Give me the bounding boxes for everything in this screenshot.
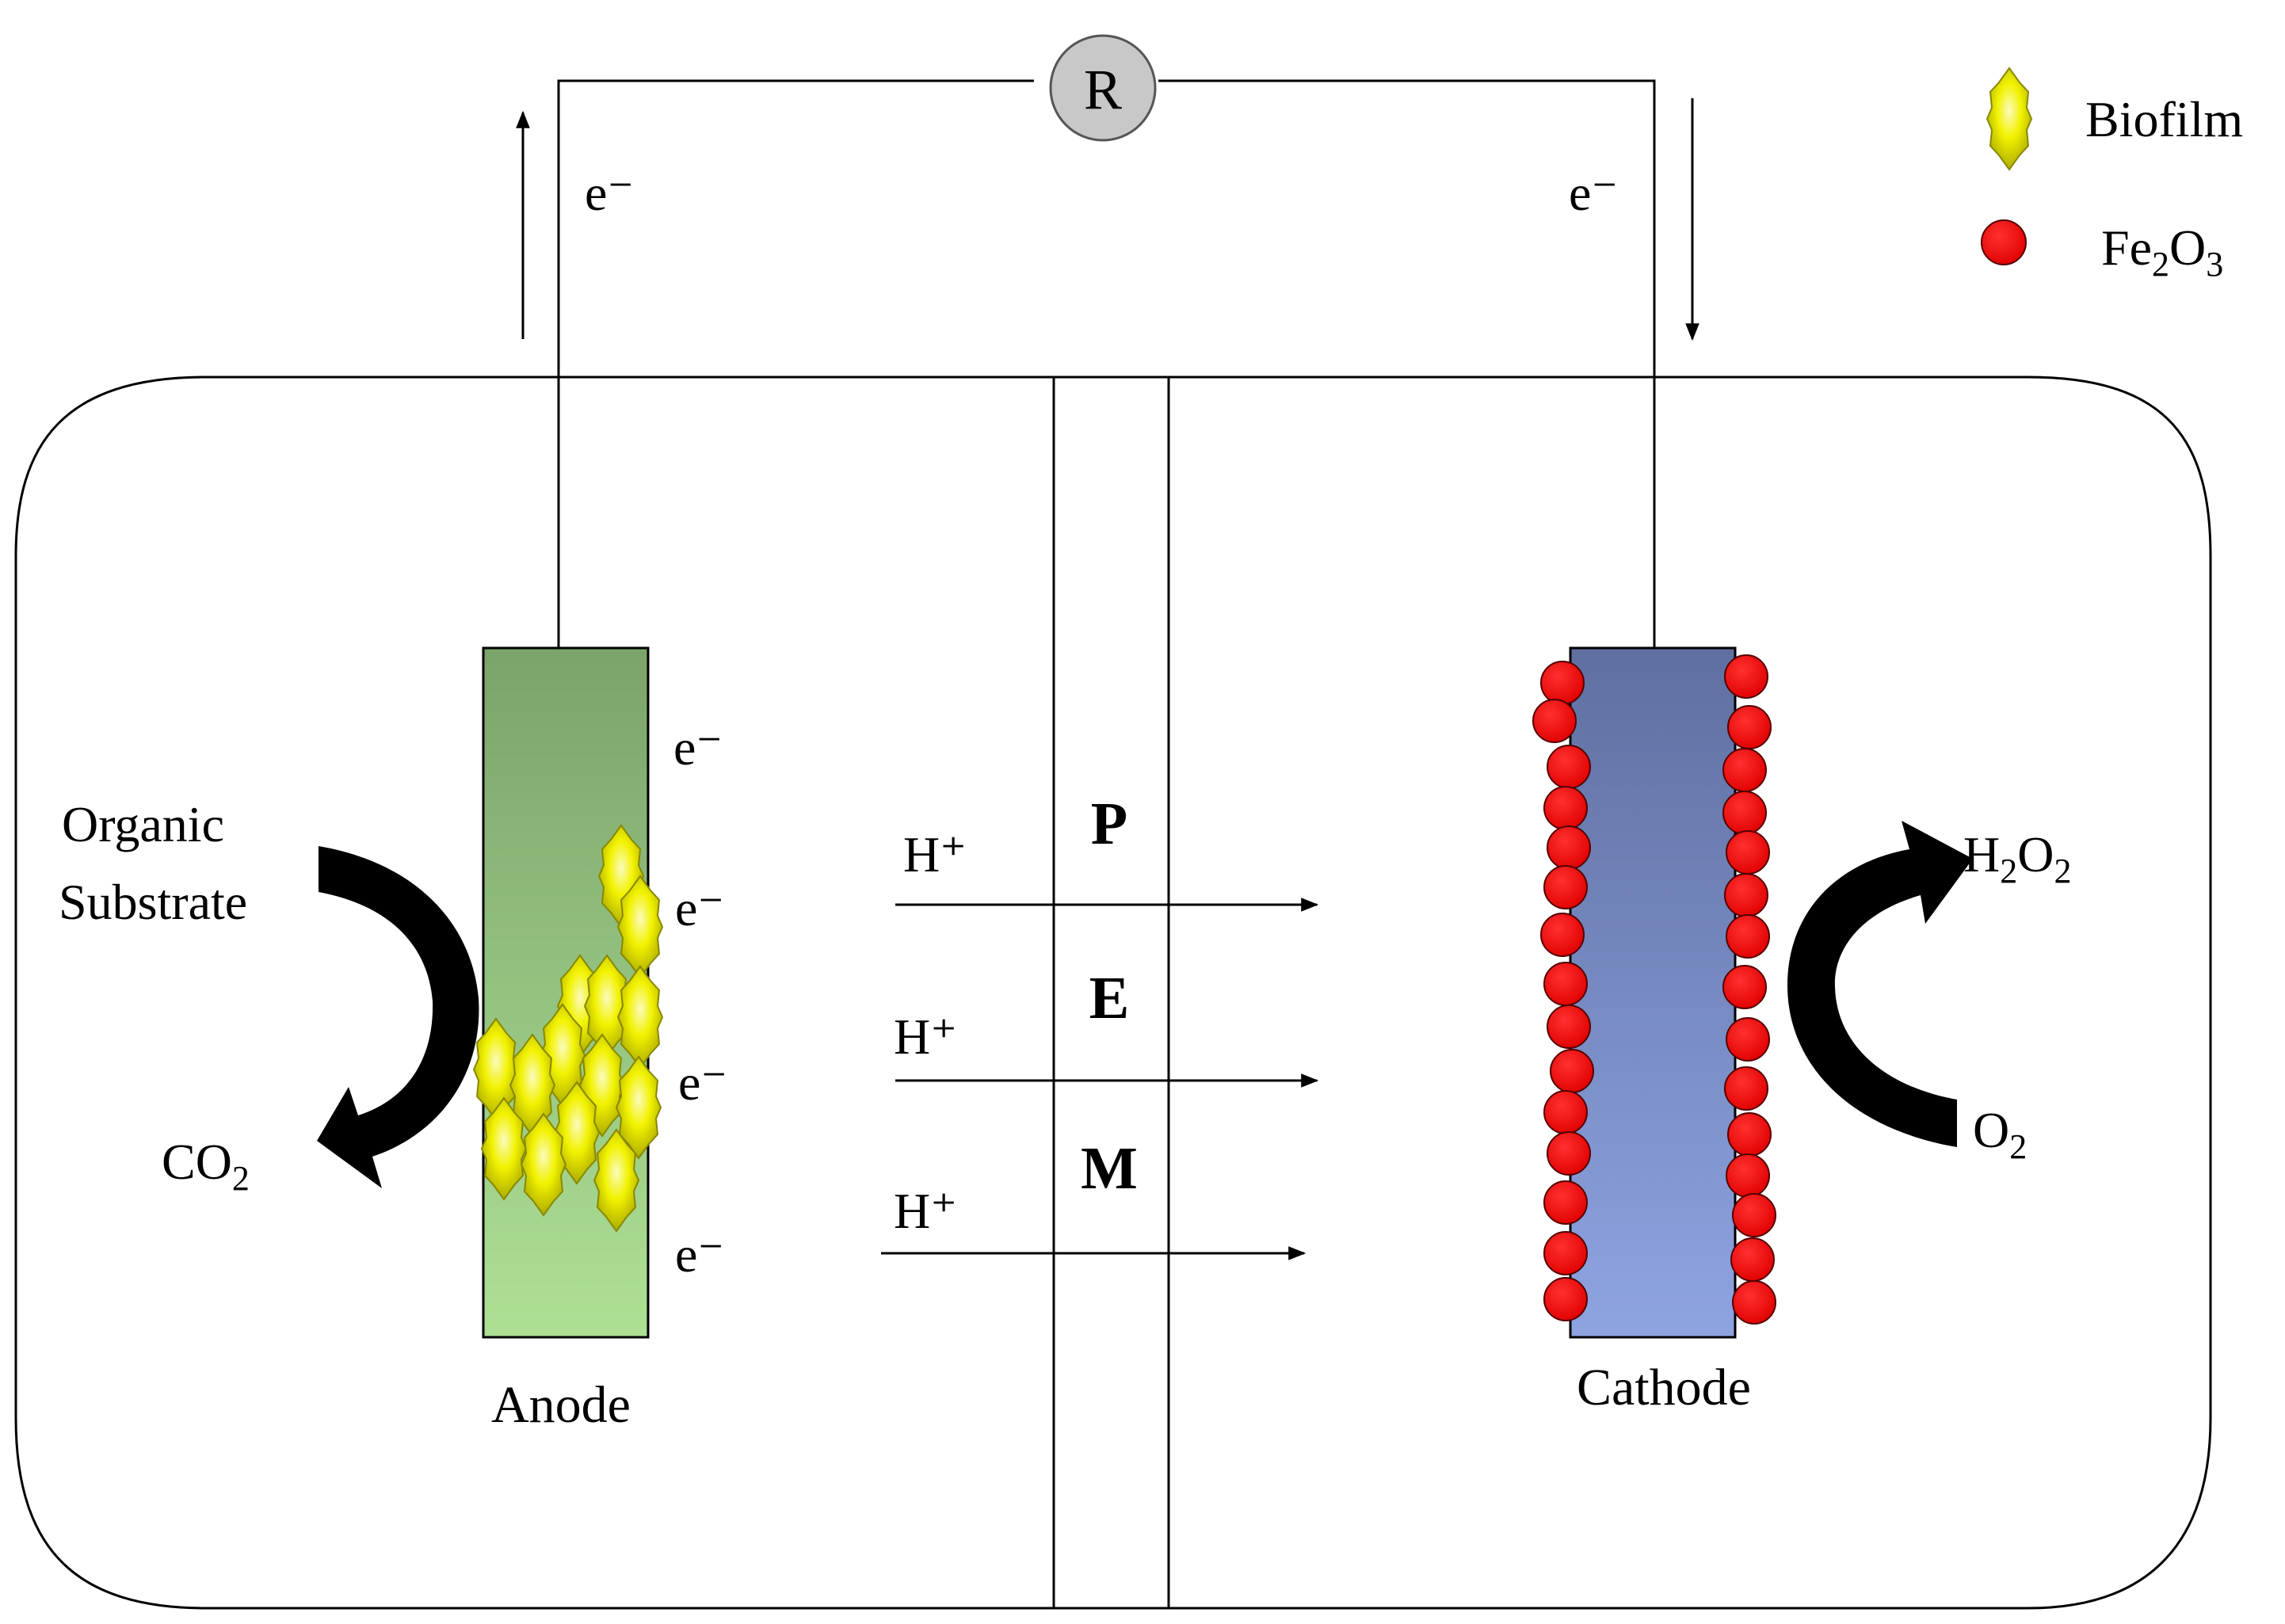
legend-fe2o3-icon — [1981, 219, 2027, 265]
external-electron-cathode: e⁻ — [1569, 165, 1618, 221]
fe2o3-particle — [1543, 786, 1588, 830]
fe2o3-particle — [1730, 1237, 1775, 1282]
fe2o3-particle — [1727, 705, 1772, 749]
fe2o3-particle — [1543, 1180, 1588, 1225]
legend-biofilm-label: Biofilm — [2085, 91, 2243, 147]
fe2o3-particle — [1732, 1193, 1776, 1237]
membrane-letter-m: M — [1081, 1135, 1138, 1202]
fe2o3-particle — [1722, 748, 1767, 792]
biofilm-cell — [520, 1112, 567, 1217]
o2-label: O2 — [1973, 1102, 2027, 1166]
proton-label-2: H⁺ — [894, 1008, 957, 1065]
membrane-letter-p: P — [1091, 791, 1127, 857]
fe2o3-particle — [1724, 873, 1768, 917]
cathode-fe2o3-coating — [1532, 654, 1776, 1325]
h2o2-label: H2O2 — [1963, 826, 2071, 890]
fe2o3-particle — [1726, 830, 1770, 875]
anode-electron-1: e⁻ — [673, 719, 723, 776]
fe2o3-particle — [1724, 1066, 1768, 1111]
resistor-label: R — [1084, 58, 1122, 121]
legend: Biofilm Fe2O3 — [1981, 67, 2243, 284]
fe2o3-particle — [1547, 1005, 1591, 1049]
biofilm-cell — [593, 1128, 640, 1233]
proton-label-3: H⁺ — [894, 1183, 957, 1239]
fe2o3-particle — [1543, 865, 1588, 909]
fe2o3-particle — [1543, 1277, 1588, 1321]
biofilm-cell — [615, 1055, 662, 1160]
legend-biofilm-icon — [1986, 67, 2033, 171]
membrane-letter-e: E — [1089, 965, 1130, 1031]
fe2o3-particle — [1547, 825, 1591, 870]
fe2o3-particle — [1532, 699, 1577, 743]
o2-to-h2o2-arrow — [1787, 821, 1973, 1147]
fe2o3-particle — [1727, 1112, 1772, 1157]
fe2o3-particle — [1547, 1131, 1591, 1176]
fe2o3-particle — [1732, 1280, 1776, 1325]
fe2o3-particle — [1540, 913, 1585, 957]
proton-label-1: H⁺ — [903, 826, 967, 883]
cathode-electrode — [1569, 646, 1737, 1339]
fe2o3-particle — [1724, 654, 1768, 699]
organic-substrate-line2: Substrate — [59, 874, 247, 930]
fe2o3-particle — [1550, 1049, 1594, 1093]
external-electron-anode: e⁻ — [585, 165, 634, 221]
fe2o3-particle — [1543, 1231, 1588, 1275]
anode-electron-4: e⁻ — [675, 1226, 724, 1283]
substrate-to-co2-arrow — [317, 846, 479, 1188]
fe2o3-particle — [1543, 962, 1588, 1006]
fe2o3-particle — [1726, 914, 1770, 959]
co2-label: CO2 — [162, 1134, 250, 1198]
organic-substrate-line1: Organic — [62, 796, 224, 852]
fe2o3-particle — [1547, 745, 1591, 789]
anode-biofilm — [472, 824, 664, 1233]
cathode-label: Cathode — [1577, 1359, 1751, 1416]
anode-electron-2: e⁻ — [675, 880, 724, 936]
fe2o3-particle — [1726, 1153, 1770, 1198]
biofilm-cell — [553, 1081, 601, 1185]
fe2o3-particle — [1726, 1017, 1770, 1062]
resistor: R — [1049, 34, 1157, 142]
fe2o3-particle — [1722, 965, 1767, 1009]
fe2o3-particle — [1540, 661, 1585, 705]
external-circuit — [557, 79, 1656, 648]
fe2o3-particle — [1543, 1090, 1588, 1134]
legend-fe2o3-label: Fe2O3 — [2101, 219, 2223, 284]
biofilm-cell — [480, 1096, 528, 1201]
reactor-vessel — [14, 376, 2212, 1610]
fe2o3-particle — [1722, 791, 1767, 835]
anode-electron-3: e⁻ — [678, 1054, 727, 1111]
anode-label: Anode — [491, 1376, 631, 1434]
membrane — [1052, 377, 1170, 1608]
